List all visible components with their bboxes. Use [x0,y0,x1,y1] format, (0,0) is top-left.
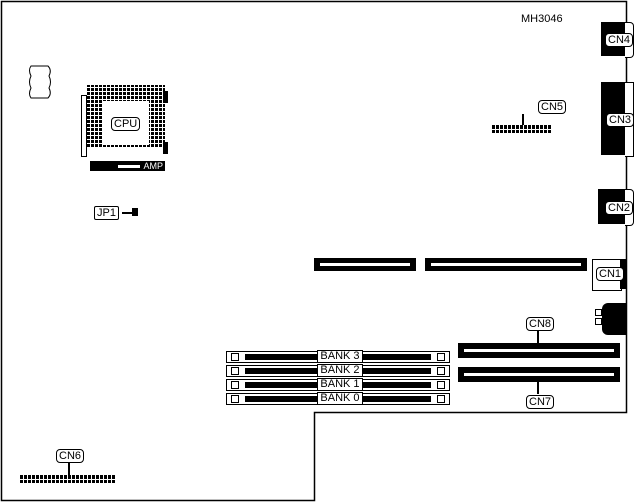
cn7-label: CN7 [526,395,555,409]
socket-brand: AMP [90,161,165,171]
cn8-label: CN8 [526,317,555,331]
memory-bank[interactable]: BANK 1 [226,378,450,391]
cpu-socket [87,85,165,147]
cn8-slot[interactable] [458,343,620,358]
bank-label: BANK 3 [317,350,363,363]
battery-icon [29,65,51,99]
socket-brand-text: AMP [143,161,163,171]
isa-slot[interactable] [314,258,416,271]
bank-label: BANK 2 [317,364,363,377]
model-id: MH3046 [521,13,563,25]
socket-clip [163,142,168,154]
cn1-label: CN1 [596,267,625,281]
cn6-header[interactable] [20,475,115,483]
cn5-label: CN5 [538,100,567,114]
jp1-label: JP1 [94,206,119,220]
socket-clip [163,91,168,103]
jp1-leader [122,212,132,214]
bank-label: BANK 1 [317,378,363,391]
cn3-label: CN3 [606,113,635,127]
cpu-label: CPU [111,117,141,131]
cn2-label: CN2 [605,201,634,215]
memory-bank[interactable]: BANK 3 [226,350,450,363]
memory-bank[interactable]: BANK 2 [226,364,450,377]
jp1-jumper[interactable] [132,208,138,216]
cn7-slot[interactable] [458,367,620,382]
cn6-label: CN6 [56,449,85,463]
socket-lever [81,95,87,157]
cn5-header[interactable] [492,125,552,133]
ps2-connector[interactable] [602,303,626,335]
memory-bank[interactable]: BANK 0 [226,392,450,405]
bank-label: BANK 0 [317,392,363,405]
cn4-label: CN4 [605,33,634,47]
isa-slot[interactable] [425,258,587,271]
